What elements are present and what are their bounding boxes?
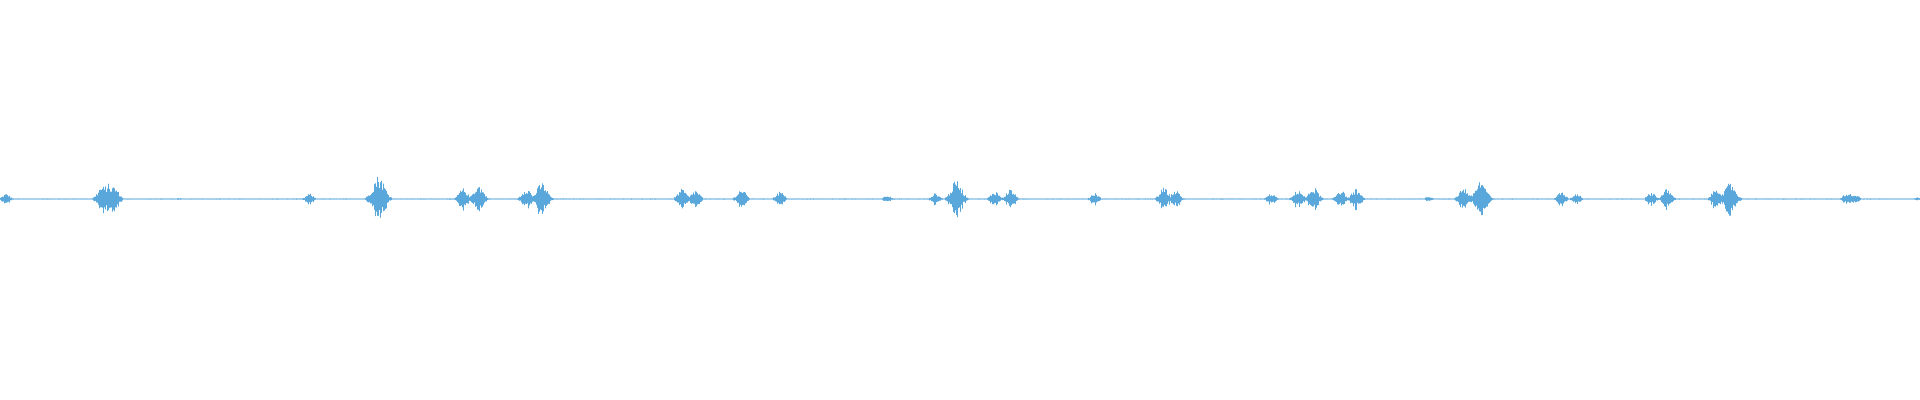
waveform-trace (0, 176, 1920, 218)
waveform-samples (0, 176, 1920, 218)
